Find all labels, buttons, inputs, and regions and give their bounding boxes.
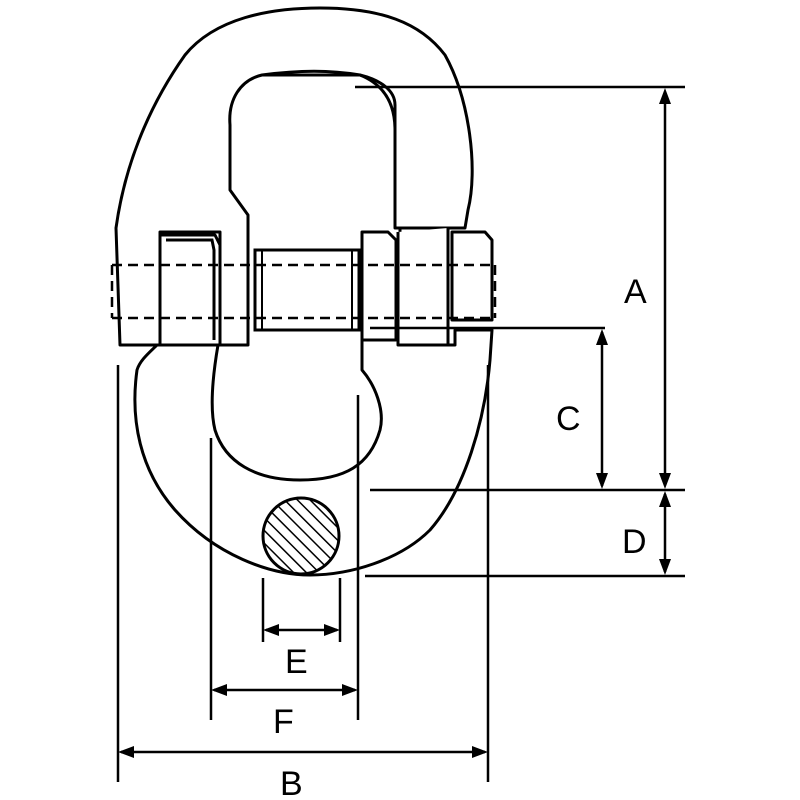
center-pin-sleeve [253, 248, 361, 332]
dimension-label-b: B [280, 765, 303, 800]
lower-link-outline [133, 328, 494, 577]
dimension-lines [118, 88, 671, 758]
center-lug [360, 230, 398, 342]
dimension-label-c: C [556, 400, 581, 438]
dimension-label-d: D [622, 523, 647, 561]
upper-link-outline [114, 6, 474, 347]
left-inner-lug [158, 233, 222, 347]
dimension-label-a: A [624, 273, 647, 311]
upper-link-inner-opening [261, 69, 397, 228]
hidden-pin [110, 263, 497, 320]
extension-lines [116, 85, 685, 782]
left-inner-lug-inner [166, 238, 216, 340]
dimension-label-f: F [273, 703, 294, 741]
upper-link [114, 6, 474, 347]
right-outer-lug [450, 230, 494, 322]
dimension-label-e: E [285, 643, 308, 681]
chain-cross-section [261, 496, 341, 576]
